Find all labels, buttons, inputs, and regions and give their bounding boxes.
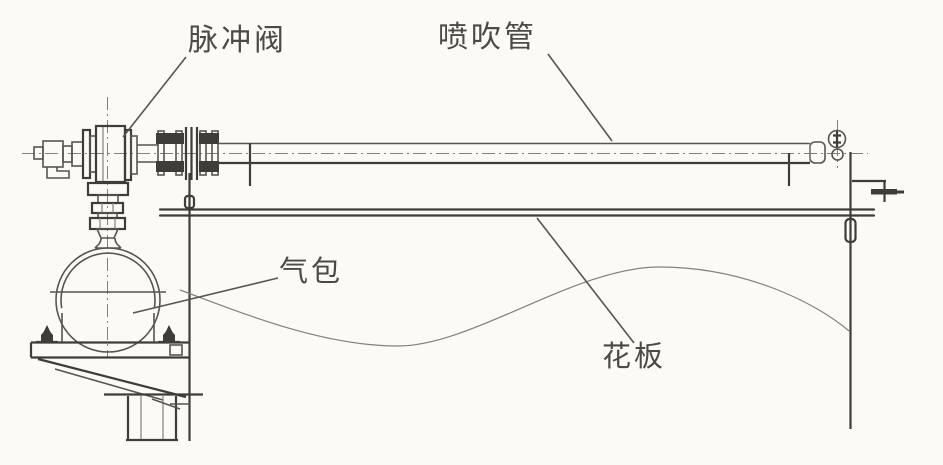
gusset-plate bbox=[37, 357, 187, 399]
expansion-coupling bbox=[156, 127, 219, 180]
label-air-tank: 气包 bbox=[279, 256, 344, 288]
centerlines bbox=[22, 97, 868, 358]
inlet-fitting bbox=[33, 140, 84, 179]
leader-air-tank bbox=[132, 277, 279, 314]
right-wall-lug bbox=[844, 217, 857, 244]
blow-pipe bbox=[218, 141, 826, 186]
wavy-break-line bbox=[179, 266, 850, 347]
label-tube-sheet: 花板 bbox=[602, 341, 667, 373]
shelf bbox=[29, 341, 190, 359]
leader-blow-pipe bbox=[547, 53, 613, 142]
leader-lines bbox=[122, 53, 635, 344]
pipe-end-pin-support bbox=[827, 129, 847, 161]
air-reservoir bbox=[50, 247, 166, 353]
label-pulse-valve: 脉冲阀 bbox=[188, 24, 287, 57]
label-blow-pipe: 喷吹管 bbox=[438, 21, 537, 54]
leader-tube-sheet bbox=[536, 217, 635, 344]
support-structure bbox=[29, 325, 203, 442]
pipe-end-cap bbox=[809, 141, 826, 164]
tube-sheet-plate bbox=[158, 208, 876, 217]
clip-detail bbox=[151, 398, 190, 410]
anchor-bolt-left bbox=[36, 325, 58, 344]
casing-walls bbox=[183, 152, 857, 441]
anchor-bolt-right bbox=[158, 325, 180, 344]
wall-bracket bbox=[852, 179, 904, 202]
pulse-valve-assembly bbox=[81, 124, 158, 249]
tank-saddle bbox=[61, 313, 155, 342]
leader-pulse-valve bbox=[122, 56, 187, 138]
left-wall-lug bbox=[183, 194, 196, 210]
column bbox=[126, 396, 178, 440]
